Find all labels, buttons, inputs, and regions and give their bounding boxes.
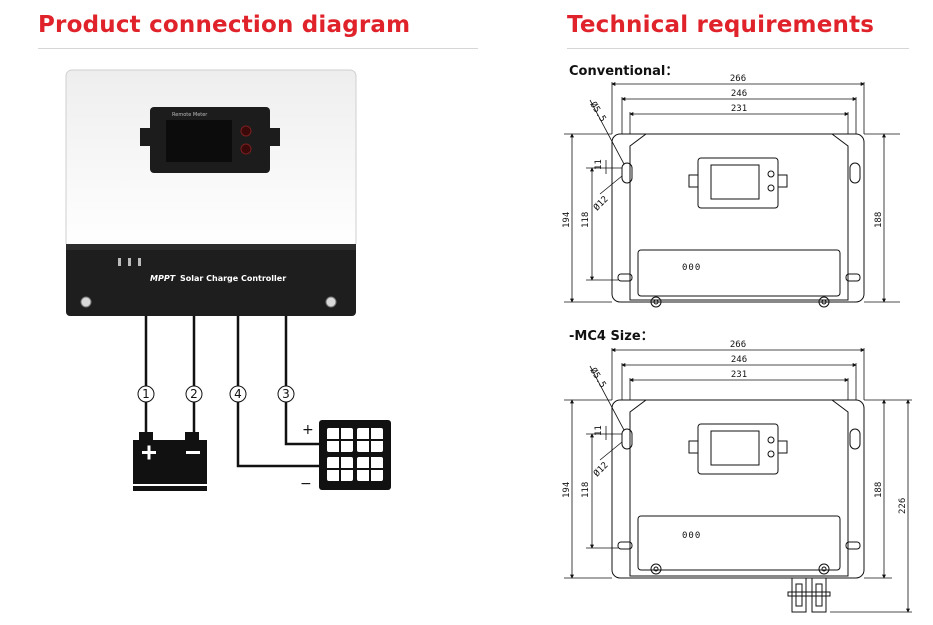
meter-label: Remote Meter bbox=[172, 112, 208, 118]
conv-width-246: 246 bbox=[731, 89, 747, 99]
mc4-width-246: 246 bbox=[731, 355, 747, 365]
conv-height-194: 194 bbox=[562, 212, 572, 228]
conv-height-188: 188 bbox=[874, 212, 884, 228]
meter-button-icon bbox=[240, 143, 252, 155]
brand-label: MPPT bbox=[150, 274, 176, 283]
mc4-height-188: 188 bbox=[874, 482, 884, 498]
mc4-width-231: 231 bbox=[731, 370, 747, 380]
mc4-dimension-drawing bbox=[564, 348, 912, 613]
mc4-hole-dia-label: Ø5.5 bbox=[587, 366, 608, 390]
mc4-height-226: 226 bbox=[898, 498, 908, 514]
meter-button-icon bbox=[240, 125, 252, 137]
terminal-2-label: 2 bbox=[190, 387, 198, 401]
panel-plus-sign: + bbox=[302, 422, 314, 438]
conv-hole-dia-label: Ø5.5 bbox=[587, 100, 608, 124]
mc4-size-label: -MC4 Size： bbox=[569, 329, 654, 344]
screw-icon bbox=[325, 296, 337, 308]
mc4-height-194: 194 bbox=[562, 482, 572, 498]
mc4-hole-12-label: Ø12 bbox=[591, 460, 610, 479]
technical-requirements-title: Technical requirements bbox=[567, 12, 875, 38]
terminal-1-label: 1 bbox=[142, 387, 150, 401]
terminal-labels: 1 2 4 3 bbox=[137, 385, 295, 403]
mc4-offset-11: 11 bbox=[594, 425, 604, 436]
product-label: Solar Charge Controller bbox=[180, 274, 286, 283]
conventional-label: Conventional： bbox=[569, 64, 679, 79]
solar-panel-icon bbox=[319, 420, 391, 490]
product-connection-title: Product connection diagram bbox=[38, 12, 411, 38]
conventional-dimension-drawing bbox=[564, 82, 900, 308]
battery-icon bbox=[133, 432, 207, 491]
mc4-connector-icon bbox=[787, 577, 831, 613]
mc4-indicator-leds: 000 bbox=[682, 531, 701, 541]
conv-offset-11: 11 bbox=[594, 159, 604, 170]
left-title-divider bbox=[38, 48, 478, 49]
conv-width-266: 266 bbox=[730, 74, 746, 84]
panel-minus-sign: − bbox=[300, 476, 312, 492]
connection-wires bbox=[144, 316, 321, 468]
right-title-divider bbox=[567, 48, 909, 49]
mc4-width-266: 266 bbox=[730, 340, 746, 350]
solar-charge-controller: Remote Meter MPPT Solar Charge Controlle… bbox=[65, 69, 357, 316]
conv-width-231: 231 bbox=[731, 104, 747, 114]
conv-hole-12-label: Ø12 bbox=[591, 194, 610, 213]
terminal-3-label: 3 bbox=[282, 387, 290, 401]
conv-indicator-leds: 000 bbox=[682, 263, 701, 273]
status-leds-icon bbox=[118, 258, 141, 266]
remote-meter: Remote Meter bbox=[140, 107, 280, 173]
mc4-height-118: 118 bbox=[581, 482, 591, 498]
conv-height-118: 118 bbox=[581, 212, 591, 228]
screw-icon bbox=[80, 296, 92, 308]
terminal-4-label: 4 bbox=[234, 387, 242, 401]
